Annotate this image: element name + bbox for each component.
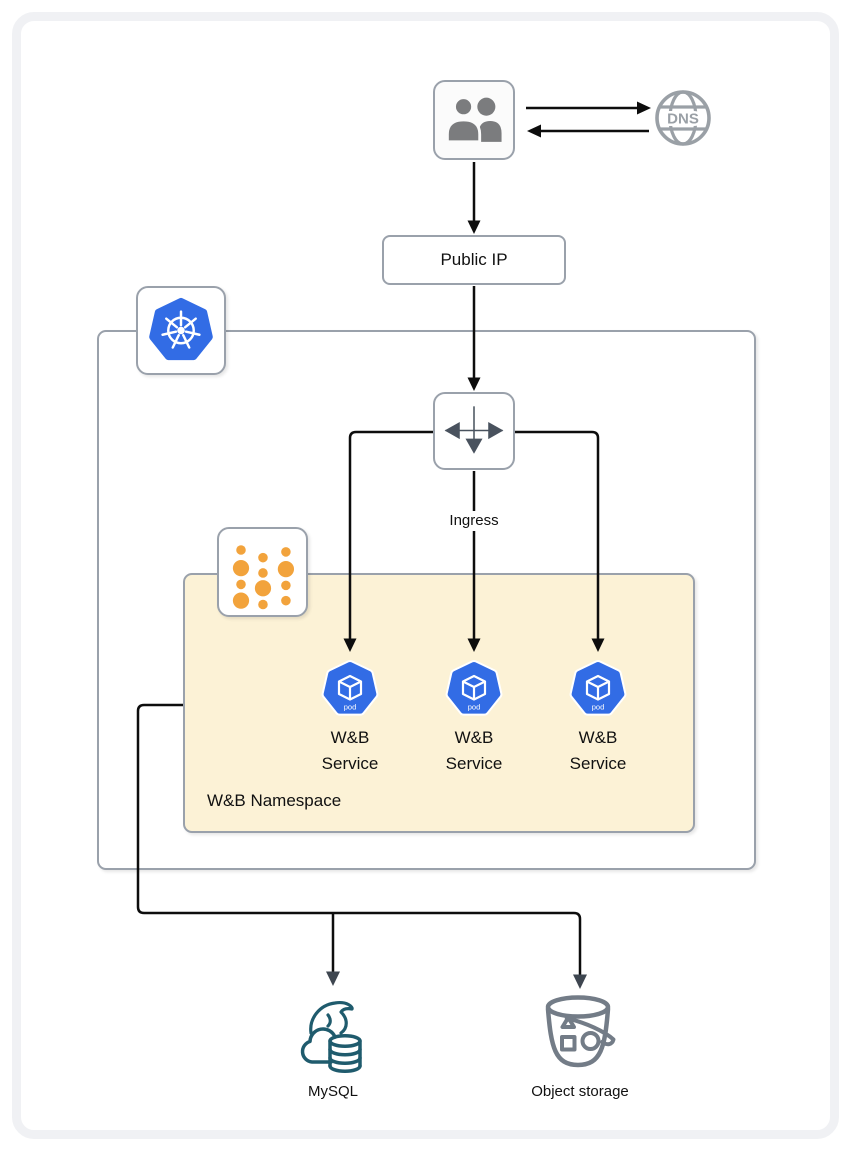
pod-badge-label: pod (468, 703, 481, 712)
mysql-icon (300, 1001, 362, 1073)
users-icon (445, 96, 502, 144)
public-ip-node: Public IP (382, 235, 566, 285)
pod-badge-label: pod (344, 703, 357, 712)
dns-label: DNS (667, 111, 699, 128)
kubernetes-badge (136, 286, 226, 375)
ingress-node (433, 392, 515, 470)
edge-users-to-dns (526, 101, 651, 115)
pod-label: W&B Service (321, 728, 379, 773)
users-node (433, 80, 515, 160)
namespace-dots-icon (232, 545, 295, 610)
pod-icon: pod (445, 660, 503, 716)
object-storage-label: Object storage (531, 1083, 629, 1100)
public-ip-label: Public IP (440, 250, 508, 269)
kubernetes-logo-icon (149, 297, 213, 361)
pod-icon: pod (321, 660, 379, 716)
namespace-badge (217, 527, 308, 617)
pod-label: W&B Service (445, 728, 503, 773)
pod-label: W&B Service (569, 728, 627, 773)
pod-badge-label: pod (592, 703, 605, 712)
edge-dns-to-users (527, 124, 649, 138)
edge-users-to-publicip (467, 162, 481, 234)
namespace-label: W&B Namespace (207, 791, 342, 810)
edge-namespace-to-mysql (326, 913, 340, 986)
dns-globe-icon: DNS (655, 90, 711, 146)
mysql-label: MySQL (307, 1083, 359, 1100)
bucket-icon (545, 995, 616, 1068)
ingress-label: Ingress (444, 511, 504, 531)
pod-icon: pod (569, 660, 627, 716)
ingress-icon (444, 406, 504, 454)
